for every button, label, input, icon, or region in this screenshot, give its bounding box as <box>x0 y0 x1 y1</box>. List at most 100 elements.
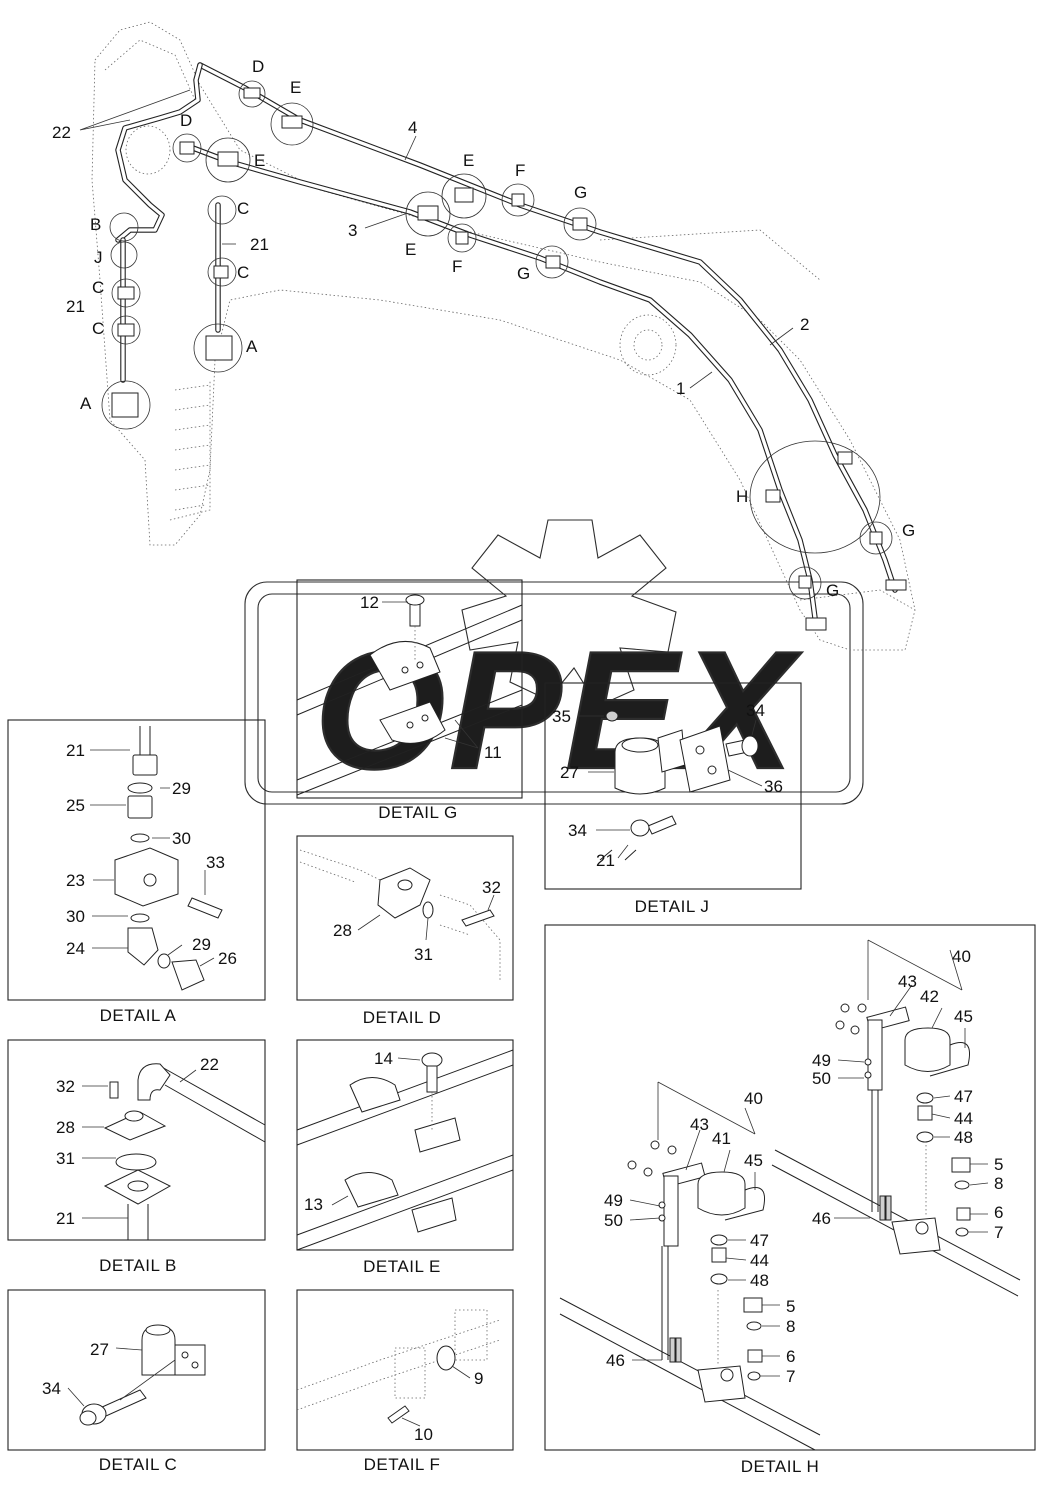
j-label-34: 34 <box>746 701 765 720</box>
detail-g-panel: 12 11 DETAIL G <box>296 579 523 822</box>
h-label-45: 45 <box>954 1007 973 1026</box>
label-B: B <box>90 215 101 234</box>
a-label-26: 26 <box>218 949 237 968</box>
label-4: 4 <box>408 118 417 137</box>
h-label-50: 50 <box>812 1069 831 1088</box>
h-label-49: 49 <box>604 1191 623 1210</box>
j-label-27: 27 <box>560 763 579 782</box>
b-label-32: 32 <box>56 1077 75 1096</box>
label-D: D <box>180 111 192 130</box>
label-G: G <box>574 183 587 202</box>
label-2: 2 <box>800 315 809 334</box>
main-boom-view: 22 D E 4 D E E F G 3 E F G B C 21 J C C … <box>52 21 916 651</box>
e-label-14: 14 <box>374 1049 393 1068</box>
h-label-47: 47 <box>750 1231 769 1250</box>
h-label-6: 6 <box>786 1347 795 1366</box>
detail-h-panel: 40 43 42 45 49 50 47 44 48 5 8 46 6 7 40… <box>544 924 1036 1476</box>
b-label-22: 22 <box>200 1055 219 1074</box>
j-label-21: 21 <box>596 851 615 870</box>
d-label-32: 32 <box>482 878 501 897</box>
detail-f-panel: 9 10 DETAIL F <box>296 1289 514 1474</box>
h-label-5: 5 <box>994 1155 1003 1174</box>
h-label-43: 43 <box>898 972 917 991</box>
detail-e-panel: 14 13 DETAIL E <box>296 1039 514 1276</box>
d-label-31: 31 <box>414 945 433 964</box>
detail-c-caption: DETAIL C <box>99 1455 178 1474</box>
j-label-36: 36 <box>764 777 783 796</box>
label-G: G <box>517 264 530 283</box>
h-label-40: 40 <box>952 947 971 966</box>
label-E: E <box>254 151 265 170</box>
h-label-48: 48 <box>954 1128 973 1147</box>
h-label-41: 41 <box>712 1129 731 1148</box>
logo-outer-frame <box>244 581 864 805</box>
label-E: E <box>290 78 301 97</box>
detail-b-caption: DETAIL B <box>99 1256 177 1275</box>
a-label-21: 21 <box>66 741 85 760</box>
detail-h-caption: DETAIL H <box>741 1457 820 1476</box>
d-label-28: 28 <box>333 921 352 940</box>
logo-inner-frame <box>257 593 851 793</box>
detail-a-caption: DETAIL A <box>100 1006 177 1025</box>
a-label-29: 29 <box>172 779 191 798</box>
detail-d-panel: 32 28 31 DETAIL D <box>296 835 514 1027</box>
b-label-31: 31 <box>56 1149 75 1168</box>
detail-g-caption: DETAIL G <box>378 803 458 822</box>
f-label-10: 10 <box>414 1425 433 1444</box>
h-label-45: 45 <box>744 1151 763 1170</box>
label-21: 21 <box>250 235 269 254</box>
label-E: E <box>463 151 474 170</box>
b-label-21: 21 <box>56 1209 75 1228</box>
h-label-47: 47 <box>954 1087 973 1106</box>
label-E: E <box>405 240 416 259</box>
label-H: H <box>736 487 748 506</box>
label-22: 22 <box>52 123 71 142</box>
detail-j-caption: DETAIL J <box>635 897 710 916</box>
label-G: G <box>826 581 839 600</box>
detail-c-panel: 27 34 DETAIL C <box>7 1289 266 1474</box>
a-label-30: 30 <box>66 907 85 926</box>
h-label-46: 46 <box>606 1351 625 1370</box>
j-label-35: 35 <box>552 707 571 726</box>
label-C: C <box>237 199 249 218</box>
h-label-49: 49 <box>812 1051 831 1070</box>
label-C: C <box>92 319 104 338</box>
detail-f-caption: DETAIL F <box>364 1455 441 1474</box>
g-label-12: 12 <box>360 593 379 612</box>
label-J: J <box>94 248 103 267</box>
label-D: D <box>252 57 264 76</box>
label-A: A <box>246 337 258 356</box>
c-label-27: 27 <box>90 1340 109 1359</box>
c-label-34: 34 <box>42 1379 61 1398</box>
h-label-6: 6 <box>994 1203 1003 1222</box>
j-label-34: 34 <box>568 821 587 840</box>
h-label-40: 40 <box>744 1089 763 1108</box>
label-3: 3 <box>348 221 357 240</box>
b-label-28: 28 <box>56 1118 75 1137</box>
h-label-8: 8 <box>994 1174 1003 1193</box>
h-label-7: 7 <box>786 1367 795 1386</box>
h-label-48: 48 <box>750 1271 769 1290</box>
label-C: C <box>237 263 249 282</box>
a-label-29: 29 <box>192 935 211 954</box>
detail-b-panel: 32 22 28 31 21 DETAIL B <box>7 1039 266 1275</box>
h-label-5: 5 <box>786 1297 795 1316</box>
h-label-50: 50 <box>604 1211 623 1230</box>
e-label-13: 13 <box>304 1195 323 1214</box>
detail-j-panel: 35 34 27 36 34 21 DETAIL J <box>544 682 802 916</box>
g-label-11: 11 <box>484 743 502 762</box>
opex-watermark: OPEX <box>244 519 864 805</box>
detail-d-caption: DETAIL D <box>363 1008 442 1027</box>
f-label-9: 9 <box>474 1369 483 1388</box>
h-label-8: 8 <box>786 1317 795 1336</box>
label-G: G <box>902 521 915 540</box>
pipe-3 <box>182 142 818 621</box>
detail-a-panel: 21 29 25 30 33 23 30 24 29 26 DETAIL A <box>7 719 266 1025</box>
h-label-42: 42 <box>920 987 939 1006</box>
h-label-44: 44 <box>750 1251 769 1270</box>
h-label-43: 43 <box>690 1115 709 1134</box>
a-label-23: 23 <box>66 871 85 890</box>
detail-e-caption: DETAIL E <box>363 1257 441 1276</box>
a-label-24: 24 <box>66 939 85 958</box>
